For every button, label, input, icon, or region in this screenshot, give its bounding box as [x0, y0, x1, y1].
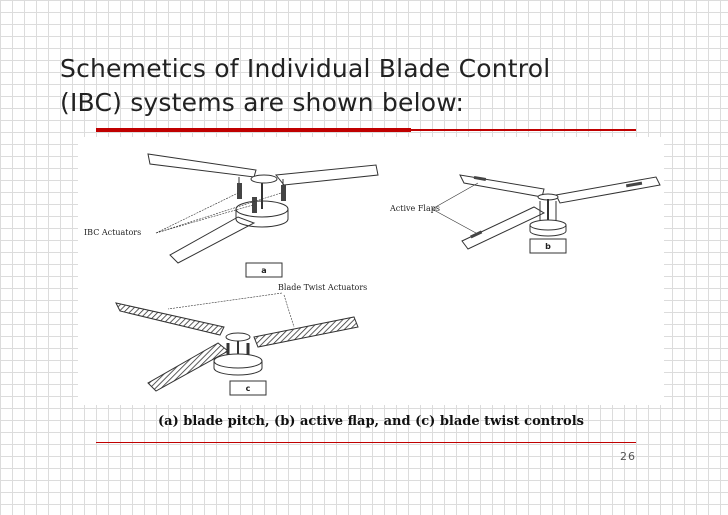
panel-b-flap-1: [473, 175, 487, 182]
slide-title: Schemetics of Individual Blade Control (…: [60, 52, 680, 120]
panel-a-rotor: IBC Actuators a: [84, 153, 379, 278]
page-number: 26: [620, 450, 636, 463]
blade-twist-actuators-label: Blade Twist Actuators: [278, 283, 367, 292]
panel-c-blade-right: [253, 316, 359, 348]
title-underline: [96, 128, 636, 132]
panel-a-blade-left: [169, 216, 256, 264]
panel-a-actuator-3: [281, 185, 286, 201]
panel-c-blade-bottom: [147, 342, 229, 392]
figure-caption: (a) blade pitch, (b) active flap, and (c…: [158, 414, 584, 429]
panel-c-swashplate: [213, 353, 263, 369]
panel-b-blade-bottom: [461, 206, 546, 250]
panel-a-hub-top: [250, 174, 278, 184]
title-line-2: (IBC) systems are shown below:: [60, 88, 465, 117]
panel-a-actuator-1: [237, 183, 242, 199]
panel-b-swashplate: [529, 219, 567, 231]
active-flaps-label: Active Flaps: [389, 204, 440, 213]
panel-c-label: c: [246, 384, 251, 393]
panel-a-label: a: [261, 266, 266, 275]
panel-b-label-box: [529, 238, 567, 254]
ibc-schematic-svg: IBC Actuators a Active Flaps b: [84, 153, 661, 396]
footer-rule: [96, 442, 636, 443]
panel-a-label-box: [245, 262, 283, 278]
title-underline-accent: [96, 128, 411, 132]
panel-b-label: b: [545, 242, 551, 251]
panel-a-blade-right: [275, 164, 379, 186]
panel-c-label-box: [229, 380, 267, 396]
panel-b-flap-3: [470, 230, 483, 239]
panel-b-blade-right: [555, 176, 661, 204]
title-line-1: Schemetics of Individual Blade Control: [60, 54, 551, 83]
panel-a-blade-top: [147, 153, 257, 178]
ibc-actuators-label: IBC Actuators: [84, 228, 141, 237]
panel-c-rotor: Blade Twist Actuators c: [115, 283, 367, 396]
panel-a-actuator-2: [252, 197, 257, 213]
panel-c-hub-top: [225, 332, 251, 342]
panel-b-flap-2: [625, 181, 643, 188]
ibc-schematic-figure: IBC Actuators a Active Flaps b: [78, 137, 664, 405]
panel-b-rotor: Active Flaps b: [389, 174, 661, 254]
panel-c-blade-left: [115, 302, 225, 336]
